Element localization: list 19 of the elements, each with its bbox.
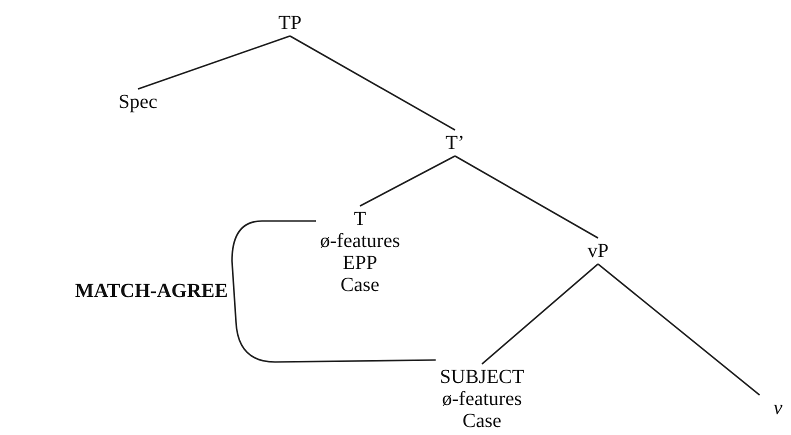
node-label: T — [352, 208, 368, 230]
branch-line — [290, 35, 456, 131]
feature-label: EPP — [342, 252, 378, 274]
branch-line — [138, 35, 290, 90]
branch-line — [481, 263, 599, 365]
feature-label: Case — [462, 410, 502, 432]
node-label: Spec — [118, 91, 158, 113]
branch-line — [598, 263, 760, 396]
feature-label: Case — [340, 274, 380, 296]
branch-line — [360, 155, 456, 207]
branch-line — [454, 155, 598, 239]
feature-label: ø-features — [441, 388, 523, 410]
node-label: T’ — [446, 132, 464, 154]
feature-label: ø-features — [320, 230, 400, 252]
node-label: v — [774, 397, 782, 419]
node-label: vP — [587, 240, 609, 262]
node-label: TP — [278, 12, 302, 34]
agreement-curve — [231, 220, 436, 363]
node-label: SUBJECT — [440, 366, 524, 388]
